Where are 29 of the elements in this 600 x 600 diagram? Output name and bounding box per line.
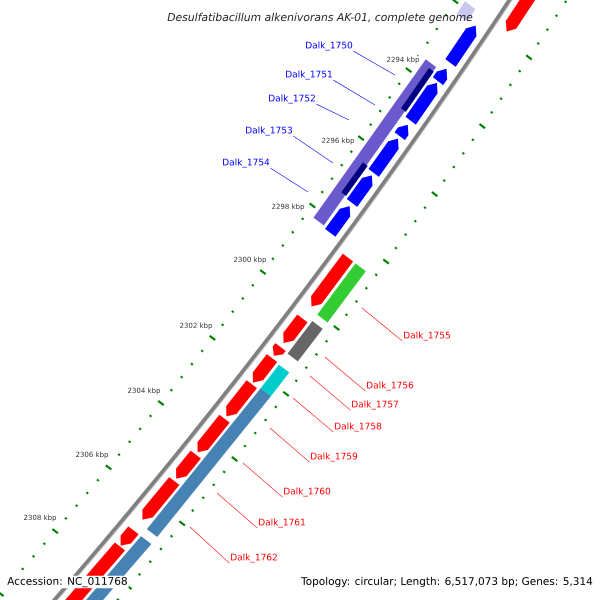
footer-text: Topology: circular; Length: 6,517,073 bp; Genes: 5,314 bbox=[300, 576, 594, 588]
leader-line bbox=[216, 492, 258, 528]
gene-label: Dalk_1754 bbox=[223, 158, 270, 168]
leader-line bbox=[242, 462, 283, 498]
footer-text: Accession: NC_011768 bbox=[6, 576, 129, 588]
gene-label: Dalk_1753 bbox=[246, 126, 292, 136]
leader-line bbox=[310, 376, 351, 410]
gene-label: Dalk_1751 bbox=[286, 70, 332, 80]
leader-line bbox=[270, 168, 308, 192]
leader-line bbox=[316, 104, 350, 120]
leader-line bbox=[362, 308, 403, 342]
title: Desulfatibacillum alkenivorans AK-01, complete genome bbox=[168, 12, 472, 24]
leader-line bbox=[270, 428, 310, 462]
gene-label: Dalk_1759 bbox=[311, 452, 358, 462]
leader-line bbox=[324, 356, 366, 392]
leader-line bbox=[190, 526, 230, 564]
gene-label: Dalk_1760 bbox=[284, 488, 330, 496]
gene-label: Dalk_1750 bbox=[306, 42, 352, 50]
leader-line bbox=[353, 50, 396, 76]
gene-label: Dalk_1755 bbox=[404, 332, 450, 340]
gene-label: Dalk_1762 bbox=[231, 554, 277, 562]
leader-line bbox=[293, 136, 334, 164]
leader-line bbox=[292, 398, 334, 432]
gene-label: Dalk_1756 bbox=[367, 382, 414, 390]
gene-label: Dalk_1761 bbox=[259, 518, 305, 528]
gene-label: Dalk_1757 bbox=[352, 400, 398, 410]
gene-label: Dalk_1752 bbox=[269, 94, 315, 104]
leader-line bbox=[333, 80, 376, 106]
gene-label: Dalk_1758 bbox=[335, 422, 382, 432]
